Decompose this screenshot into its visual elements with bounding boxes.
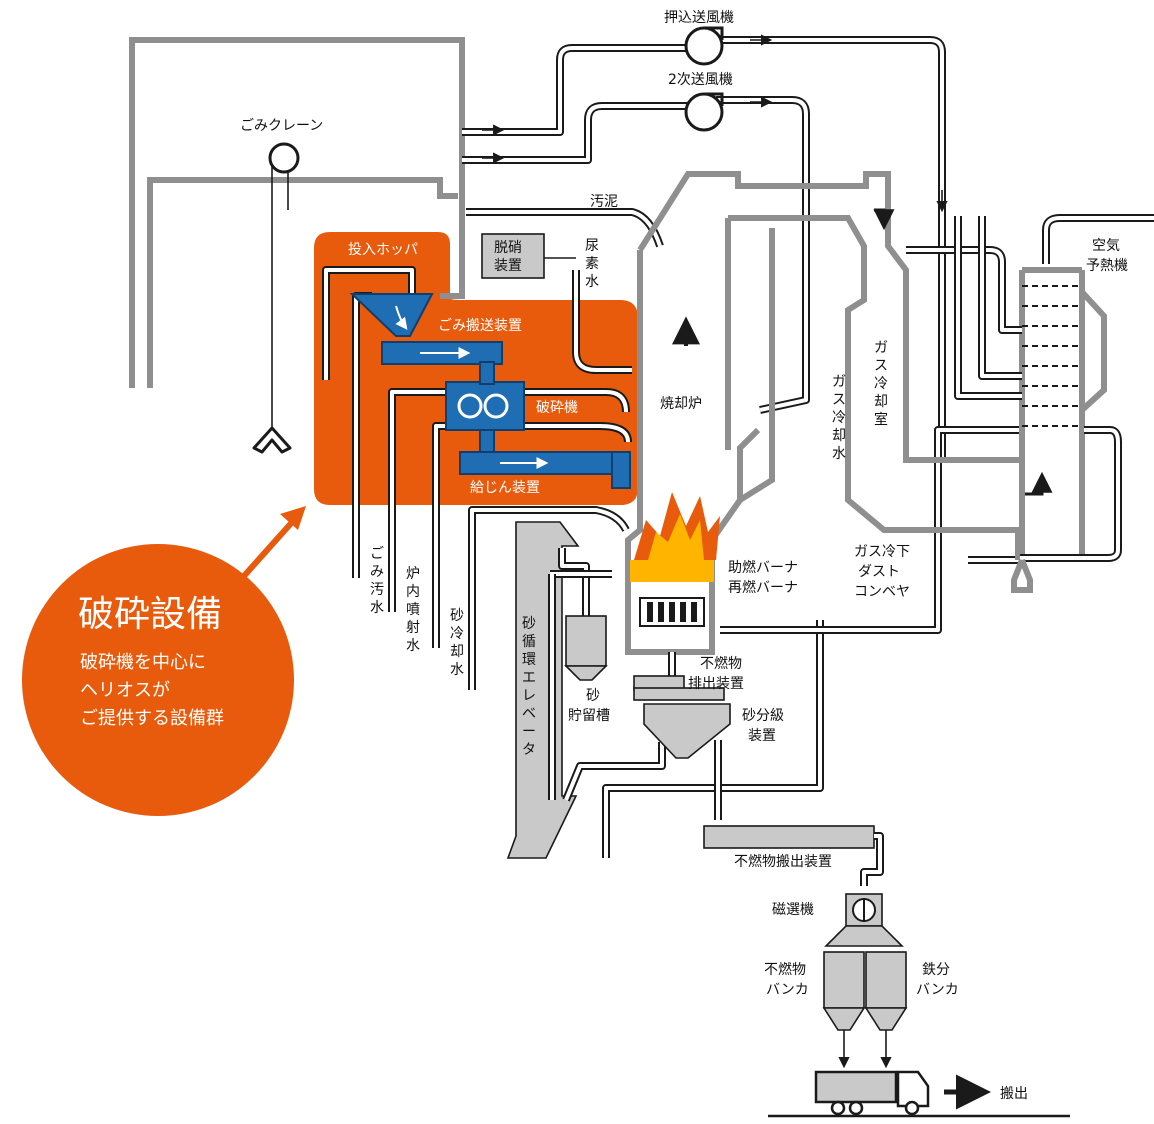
label-push-fan: 押込送風機 [664,10,734,26]
label-crusher: 破砕機 [536,400,578,416]
label-noncomb-bunker-2: バンカ [766,982,809,998]
air-pipes [462,36,1022,858]
label-sand-cool-1: 砂 [450,608,464,624]
label-dust-conveyor-2: ダスト [858,564,900,580]
label-gas-cool-water-4: 却 [832,428,846,444]
label-gas-cool-room-2: ス [874,358,888,374]
label-noncomb-disch-1: 不燃物 [700,655,742,672]
label-secondary-fan: 2次送風機 [668,72,733,88]
label-sand-elevator-8: タ [522,742,536,758]
air-preheater [906,214,1154,593]
truck-icon [768,1070,1070,1118]
label-burner-2: 再燃バーナ [728,579,798,596]
label-iron-bunker-1: 鉄分 [922,962,950,978]
label-sand-elevator-7: ー [522,724,536,740]
label-furnace-spray-5: 水 [406,638,420,654]
label-urea-3: 水 [585,274,599,290]
flame-icon [630,492,720,582]
label-sand-elevator-6: ベ [522,706,536,722]
bunkers [822,951,908,1069]
label-sand-elevator-2: 循 [522,634,536,650]
label-feeder: 給じん装置 [470,480,540,496]
label-sand-tank-2: 貯留槽 [568,708,610,724]
sand-storage-tank [564,615,608,681]
label-gas-cool-room-3: 冷 [874,376,888,392]
label-sand-elevator-4: エ [522,670,536,686]
crane-hook-icon [252,426,292,454]
denox-unit [481,233,576,279]
magnet-icon [824,893,904,947]
label-furnace-spray-4: 射 [406,620,420,636]
label-incinerator: 焼却炉 [660,396,702,412]
noncombustible-discharge [633,652,725,701]
callout [22,506,306,816]
label-gomi-crane: ごみクレーン [240,118,323,134]
callout-line-3: ご提供する設備群 [80,708,224,729]
label-waste-water-2: み [370,564,384,580]
label-hopper: 投入ホッパ [348,242,418,258]
grate [639,597,705,627]
label-urea-1: 尿 [585,238,599,254]
label-noncomb-conveyor: 不燃物搬出装置 [734,853,832,870]
label-gas-cool-room-1: ガ [874,340,888,356]
garbage-conveyor [381,341,503,365]
label-conveyor: ごみ搬送装置 [438,318,522,334]
crane-building [129,37,465,454]
callout-line-2: ヘリオスが [80,680,170,701]
label-waste-water-1: ご [370,546,384,562]
label-sand-elevator-1: 砂 [522,616,536,632]
hopper [349,293,434,337]
label-burner-1: 助燃バーナ [728,559,798,576]
feeder [459,451,631,489]
label-dust-conveyor-1: ガス冷下 [854,544,910,560]
label-waste-water-4: 水 [370,600,384,616]
label-sand-classifier-2: 装置 [748,728,776,744]
callout-line-1: 破砕機を中心に [80,652,206,673]
label-sand-cool-4: 水 [450,662,464,678]
label-magnet: 磁選機 [772,902,814,918]
label-sand-classifier-1: 砂分級 [742,708,784,724]
label-sand-tank-1: 砂 [586,688,600,704]
callout-title: 破砕設備 [78,594,222,635]
label-noncomb-bunker-1: 不燃物 [764,961,806,978]
label-urea-2: 素 [585,256,599,272]
sand-classifier [643,703,731,820]
label-sand-cool-3: 却 [450,644,464,660]
label-denox-1: 脱硝 [494,240,522,256]
label-denox-2: 装置 [494,258,522,274]
crusher-rollers-icon [445,361,525,455]
sand-elevator [506,521,666,859]
noncombustible-conveyor [703,825,884,886]
label-sand-elevator-5: レ [522,688,536,704]
label-furnace-spray-2: 内 [406,584,420,600]
label-air-preheater-1: 空気 [1092,238,1120,254]
incinerator [625,171,1022,655]
label-gas-cool-water-5: 水 [832,446,846,462]
label-gas-cool-room-4: 却 [874,394,888,410]
label-gas-cool-water-1: ガ [832,374,846,390]
label-furnace-spray-3: 噴 [406,602,420,618]
label-sand-cool-2: 冷 [450,626,464,642]
label-furnace-spray-1: 炉 [406,566,420,582]
label-iron-bunker-2: バンカ [916,982,959,998]
label-gas-cool-water-2: ス [832,392,846,408]
label-sludge: 汚泥 [590,194,618,210]
label-gas-cool-room-5: 室 [874,411,888,428]
label-air-preheater-2: 予熱機 [1086,258,1128,274]
label-gas-cool-water-3: 冷 [832,410,846,426]
label-noncomb-disch-2: 排出装置 [688,676,744,692]
fan-icon [684,26,724,132]
label-carry-out: 搬出 [1000,1086,1028,1102]
label-dust-conveyor-3: コンベヤ [854,584,910,600]
label-waste-water-3: 汚 [370,582,384,598]
label-sand-elevator-3: 環 [522,652,536,668]
